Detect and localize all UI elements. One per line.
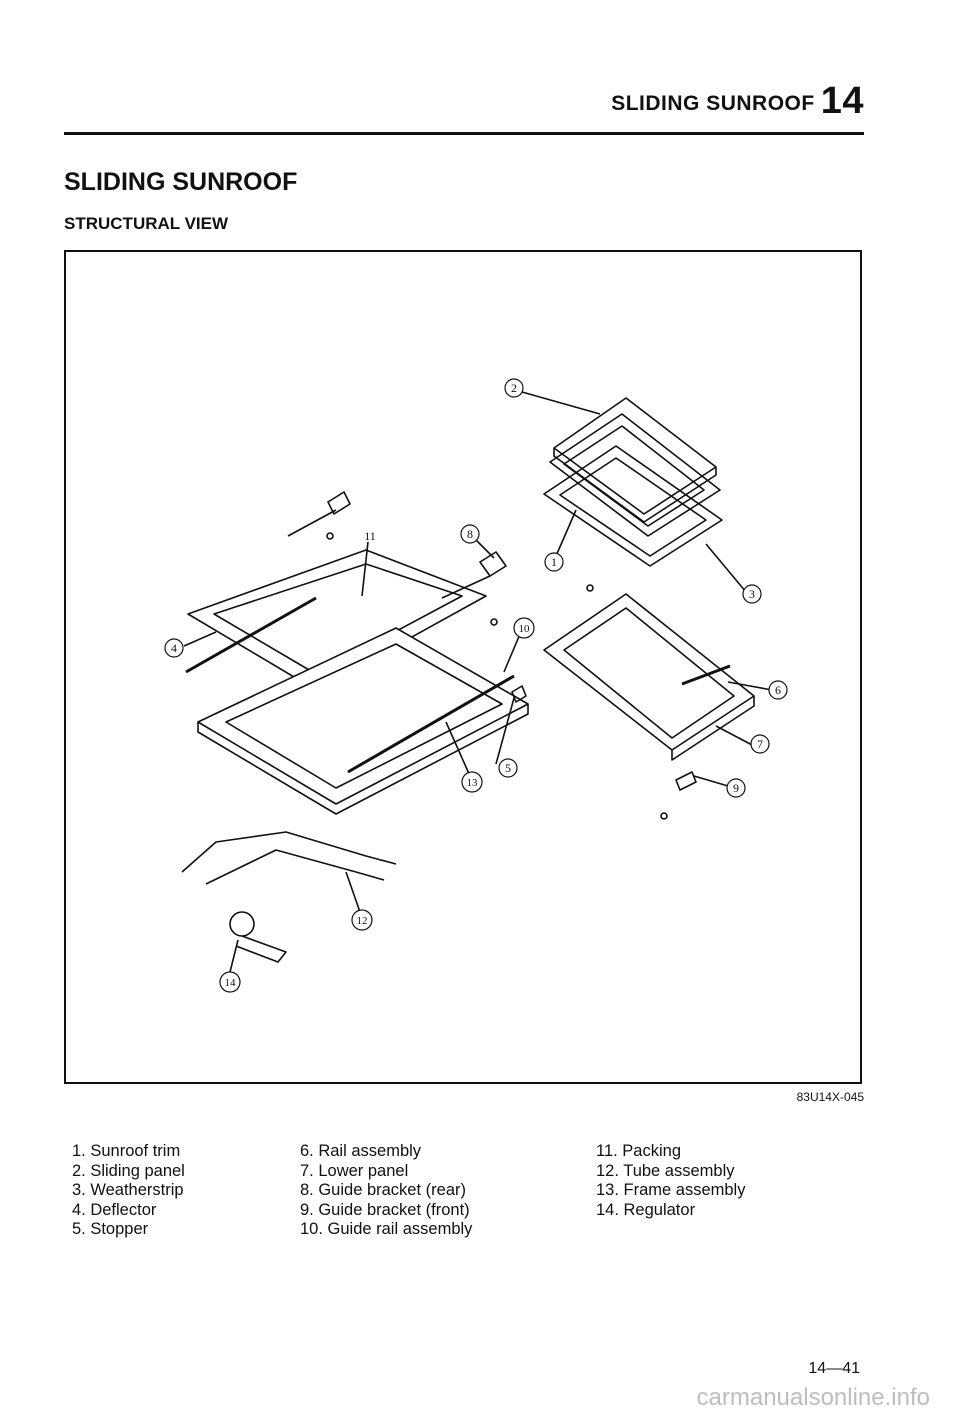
frame-assembly-inner (225, 643, 503, 789)
callout-5: 5 (498, 758, 518, 778)
leader-8 (475, 539, 495, 559)
sunroof-trim-inner (563, 425, 705, 527)
guide-bracket-rear-lead (441, 575, 491, 599)
svg-text:1: 1 (551, 555, 557, 569)
regulator (229, 911, 255, 937)
figure-code: 83U14X-045 (796, 1090, 864, 1104)
svg-text:2: 2 (511, 381, 517, 395)
guide-bracket-front (675, 771, 697, 791)
page-title: SLIDING SUNROOF (64, 168, 298, 196)
guide-bracket-rear (479, 551, 507, 577)
svg-text:12: 12 (357, 915, 368, 927)
figure-frame: 2 1 3 4 5 6 7 8 9 10 11 12 13 14 (64, 250, 862, 1084)
deflector (187, 549, 487, 691)
leader-4 (183, 631, 217, 647)
legend-item: 10. Guide rail assembly (300, 1220, 473, 1238)
svg-text:14: 14 (225, 977, 237, 989)
callout-7: 7 (750, 734, 770, 754)
callout-10: 10 (513, 617, 535, 639)
legend-column-1: 1. Sunroof trim 2. Sliding panel 3. Weat… (72, 1142, 185, 1240)
callout-12: 12 (351, 909, 373, 931)
section-title: STRUCTURAL VIEW (64, 214, 229, 233)
svg-text:10: 10 (519, 623, 531, 635)
header-rule (64, 132, 864, 135)
regulator-arm (235, 935, 287, 963)
legend-column-2: 6. Rail assembly 7. Lower panel 8. Guide… (300, 1142, 472, 1240)
svg-text:8: 8 (467, 527, 473, 541)
svg-text:4: 4 (171, 641, 177, 655)
leader-14 (229, 939, 239, 973)
leader-10 (503, 633, 521, 673)
tube-assembly-2 (205, 849, 385, 885)
rail-assembly-inner (563, 607, 735, 739)
callout-1: 1 (544, 552, 564, 572)
leader-3 (705, 543, 747, 593)
leader-6 (727, 681, 773, 691)
legend-item: 6. Rail assembly (300, 1142, 422, 1160)
callout-14: 14 (219, 971, 241, 993)
bolt (490, 618, 498, 626)
svg-text:9: 9 (733, 781, 739, 795)
leader-9 (693, 775, 729, 787)
callout-11: 11 (364, 529, 376, 543)
callout-9: 9 (726, 778, 746, 798)
callout-6: 6 (768, 680, 788, 700)
weatherstrip-inner (559, 457, 707, 557)
callout-4: 4 (164, 638, 184, 658)
running-head-title: SLIDING SUNROOF (611, 92, 815, 115)
packing-lead (287, 509, 337, 537)
legend-item: 11. Packing (596, 1142, 681, 1160)
packing (327, 491, 351, 515)
weatherstrip (543, 445, 723, 567)
stopper (511, 685, 527, 703)
legend-item: 13. Frame assembly (596, 1181, 746, 1199)
legend-item: 3. Weatherstrip (72, 1181, 184, 1199)
callout-13: 13 (461, 771, 483, 793)
guide-rail (347, 674, 515, 774)
legend-column-3: 11. Packing 12. Tube assembly 13. Frame … (596, 1142, 745, 1220)
callout-8: 8 (460, 524, 480, 544)
legend-item: 12. Tube assembly (596, 1161, 735, 1180)
svg-text:3: 3 (749, 587, 755, 601)
legend-item: 7. Lower panel (300, 1161, 409, 1180)
watermark: carmanualsonline.info (696, 1384, 930, 1411)
leader-11 (361, 541, 369, 597)
svg-text:13: 13 (467, 777, 479, 789)
sunroof-trim (549, 413, 721, 537)
callout-3: 3 (742, 584, 762, 604)
sliding-panel (553, 397, 717, 515)
leader-2 (521, 391, 601, 415)
bolt (586, 584, 594, 592)
leader-1 (555, 509, 577, 557)
svg-text:6: 6 (775, 683, 781, 697)
leader-12 (345, 871, 361, 913)
legend-item: 4. Deflector (72, 1200, 157, 1219)
svg-text:7: 7 (757, 737, 763, 751)
leader-7 (715, 725, 755, 747)
lower-panel (671, 696, 755, 761)
sliding-panel-edge (553, 448, 717, 523)
guide-rail-left (185, 596, 317, 674)
legend-item: 8. Guide bracket (rear) (300, 1181, 466, 1199)
frame-assembly-edge (197, 704, 529, 815)
tube-assembly (181, 831, 397, 873)
deflector-inner (213, 563, 463, 675)
leader-13 (445, 721, 471, 777)
structural-diagram: 2 1 3 4 5 6 7 8 9 10 11 12 13 14 (164, 378, 788, 993)
legend-item: 14. Regulator (596, 1200, 696, 1219)
svg-text:5: 5 (505, 761, 511, 775)
legend-item: 5. Stopper (72, 1220, 149, 1238)
page-number: 14—41 (808, 1360, 860, 1377)
legend-item: 2. Sliding panel (72, 1161, 185, 1180)
bolt (326, 532, 334, 540)
rail-bar (681, 664, 731, 686)
legend-item: 1. Sunroof trim (72, 1142, 181, 1160)
legend-item: 9. Guide bracket (front) (300, 1200, 470, 1219)
chapter-number: 14 (820, 80, 864, 122)
callout-2: 2 (504, 378, 524, 398)
bolt (660, 812, 668, 820)
leader-5 (495, 697, 515, 765)
